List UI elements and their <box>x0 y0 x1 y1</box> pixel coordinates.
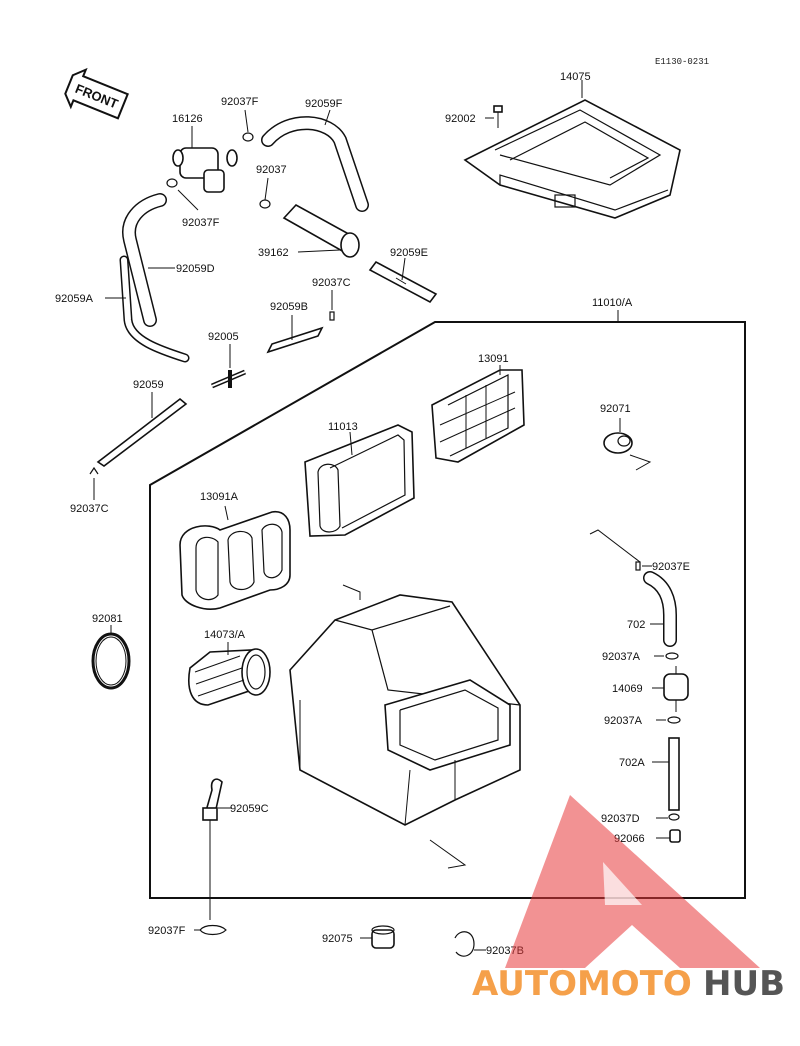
part-92059A-hose <box>105 255 190 363</box>
part-14075-cover <box>463 80 681 219</box>
part-92071-grommet <box>603 418 652 471</box>
label-92075: 92075 <box>322 933 353 945</box>
diagram-code: E1130-0231 <box>655 57 709 67</box>
label-14075: 14075 <box>560 71 591 83</box>
label-92037D: 92037D <box>601 813 640 825</box>
label-92071: 92071 <box>600 403 631 415</box>
label-92037A-b: 92037A <box>604 715 643 727</box>
label-11013: 11013 <box>328 421 358 433</box>
part-92037-clamp <box>259 177 271 209</box>
part-702-hose <box>643 571 677 647</box>
label-13091A: 13091A <box>200 491 239 503</box>
part-14073A-duct <box>188 642 271 706</box>
part-92037A-clamp-b <box>656 716 681 724</box>
watermark-word-b: HUB <box>703 964 785 1004</box>
label-92037A-a: 92037A <box>602 651 641 663</box>
part-13091A-screen <box>179 505 291 610</box>
part-92037C-clamp-b <box>89 466 99 500</box>
part-92081-ring <box>91 625 131 690</box>
label-92002: 92002 <box>445 113 476 125</box>
label-92059B: 92059B <box>270 301 308 313</box>
label-92066: 92066 <box>614 833 645 845</box>
label-92059C: 92059C <box>230 803 269 815</box>
part-92059B-hose <box>266 315 324 354</box>
label-92037C-a: 92037C <box>312 277 351 289</box>
label-92059A: 92059A <box>55 293 94 305</box>
part-92059-hose <box>96 392 188 467</box>
label-702A: 702A <box>619 757 645 769</box>
part-92037C-clamp-a <box>329 290 335 321</box>
label-92037F-mid: 92037F <box>182 217 220 229</box>
label-92081: 92081 <box>92 613 123 625</box>
label-92059F: 92059F <box>305 98 343 110</box>
part-92037F-clamp-mid <box>166 178 199 211</box>
front-arrow-icon: FRONT <box>64 67 129 120</box>
label-11010A: 11010/A <box>592 297 633 309</box>
part-92002-bolt <box>485 105 503 128</box>
part-92037B-clamp <box>454 931 486 957</box>
label-92037: 92037 <box>256 164 287 176</box>
part-92037A-clamp-a <box>654 652 679 660</box>
watermark-word-a: AUTOMOTO <box>472 964 692 1004</box>
label-92059D: 92059D <box>176 263 215 275</box>
part-92037F-clamp-bottom <box>194 924 227 936</box>
part-13091-screen <box>431 365 525 463</box>
air-cleaner-case <box>289 584 521 869</box>
label-702: 702 <box>627 619 645 631</box>
label-92059E: 92059E <box>390 247 428 259</box>
part-92037D-clamp <box>656 813 680 821</box>
part-92059F-hose <box>261 109 369 212</box>
label-13091: 13091 <box>478 353 509 365</box>
air-cleaner-assembly-frame <box>149 321 746 899</box>
label-92037C-b: 92037C <box>70 503 109 515</box>
part-92075-grommet <box>360 925 395 949</box>
part-92059C-elbow <box>202 778 232 920</box>
part-92059D-hose <box>122 193 175 327</box>
label-92037E: 92037E <box>652 561 690 573</box>
part-11013-element <box>304 424 415 537</box>
label-92037F-top: 92037F <box>221 96 259 108</box>
label-16126: 16126 <box>172 113 203 125</box>
label-39162: 39162 <box>258 247 289 259</box>
part-39162-filter <box>282 203 360 258</box>
part-92037E-clamp <box>589 529 652 571</box>
part-16126-valve <box>172 126 238 193</box>
label-92005: 92005 <box>208 331 239 343</box>
label-14073A: 14073/A <box>204 629 246 641</box>
part-92037F-clamp-top <box>242 109 254 142</box>
label-92037F-bottom: 92037F <box>148 925 186 937</box>
part-92066-cap <box>656 829 681 843</box>
part-702A-hose <box>652 737 680 811</box>
label-14069: 14069 <box>612 683 643 695</box>
label-92059: 92059 <box>133 379 164 391</box>
part-14069-filter <box>652 666 689 712</box>
part-92005-fitting <box>211 344 246 389</box>
part-92059E-hose <box>368 257 438 304</box>
watermark-logo: AUTOMOTO HUB <box>472 795 785 1004</box>
